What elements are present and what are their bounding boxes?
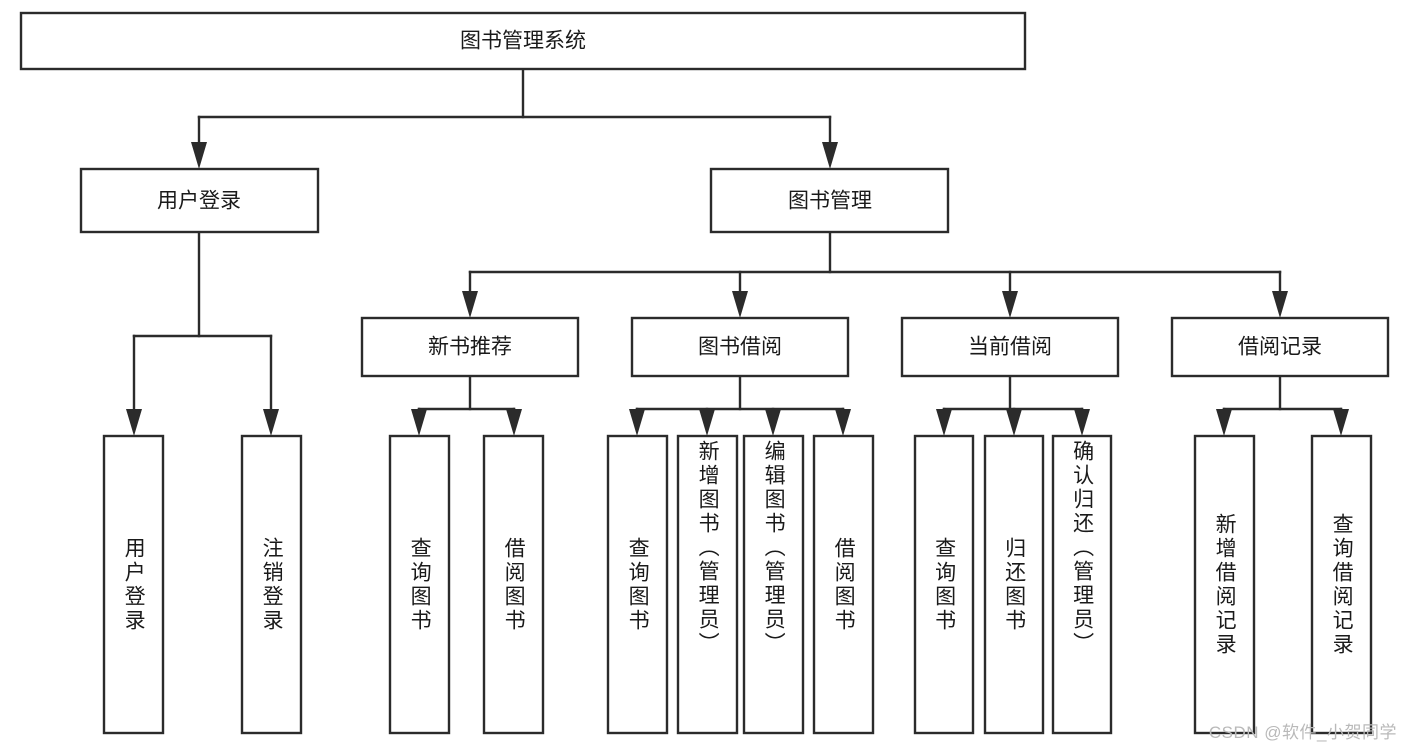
- node-box-new-book-rec[interactable]: [360, 316, 580, 378]
- node-label-root: 图书管理系统: [460, 30, 586, 53]
- node-box-leaf-add-record[interactable]: [1193, 434, 1256, 735]
- arrow-head-leaf-query-record: [1333, 409, 1349, 436]
- arrow-head-leaf-user-login: [126, 409, 142, 436]
- connector-group-user-login: [126, 230, 279, 436]
- arrow-head-leaf-logout: [263, 409, 279, 436]
- arrow-head-book-mgmt: [822, 142, 838, 169]
- connector-group-book-borrow: [629, 374, 851, 436]
- arrow-head-leaf-query-book-1: [411, 409, 427, 436]
- node-current-borrow[interactable]: 当前借阅: [900, 316, 1120, 378]
- watermark-text: CSDN @软件_小贺同学: [1208, 723, 1397, 742]
- node-borrow-record[interactable]: 借阅记录: [1170, 316, 1390, 378]
- node-book-mgmt[interactable]: 图书管理: [709, 167, 950, 234]
- arrow-head-leaf-borrow-book-1: [506, 409, 522, 436]
- node-box-leaf-logout[interactable]: [240, 434, 303, 735]
- node-label-book-borrow: 图书借阅: [698, 336, 782, 359]
- node-box-leaf-query-book-1[interactable]: [388, 434, 451, 735]
- node-box-leaf-edit-book[interactable]: [742, 434, 805, 735]
- node-user-login[interactable]: 用户登录: [79, 167, 320, 234]
- node-box-book-mgmt[interactable]: [709, 167, 950, 234]
- node-book-borrow[interactable]: 图书借阅: [630, 316, 850, 378]
- node-box-leaf-query-book-2[interactable]: [606, 434, 669, 735]
- node-box-leaf-query-book-3[interactable]: [913, 434, 975, 735]
- arrow-head-leaf-borrow-book-2: [835, 409, 851, 436]
- node-box-leaf-return-book[interactable]: [983, 434, 1045, 735]
- node-box-leaf-add-book[interactable]: [676, 434, 739, 735]
- arrow-head-leaf-add-record: [1216, 409, 1232, 436]
- arrow-head-user-login: [191, 142, 207, 169]
- node-box-leaf-query-record[interactable]: [1310, 434, 1373, 735]
- node-label-new-book-rec: 新书推荐: [428, 336, 512, 359]
- node-label-current-borrow: 当前借阅: [968, 336, 1052, 359]
- connector-group-book-mgmt: [462, 230, 1288, 318]
- node-root[interactable]: 图书管理系统: [19, 11, 1027, 71]
- node-box-current-borrow[interactable]: [900, 316, 1120, 378]
- node-box-book-borrow[interactable]: [630, 316, 850, 378]
- connector-group-new-book-rec: [411, 374, 522, 436]
- node-label-borrow-record: 借阅记录: [1238, 336, 1322, 359]
- node-box-root[interactable]: [19, 11, 1027, 71]
- node-box-leaf-confirm-return[interactable]: [1051, 434, 1113, 735]
- node-box-leaf-borrow-book-2[interactable]: [812, 434, 875, 735]
- arrow-head-borrow-record: [1272, 291, 1288, 318]
- arrow-head-leaf-edit-book: [765, 409, 781, 436]
- node-new-book-rec[interactable]: 新书推荐: [360, 316, 580, 378]
- arrow-head-leaf-confirm-return: [1074, 409, 1090, 436]
- arrow-head-book-borrow: [732, 291, 748, 318]
- node-label-user-login: 用户登录: [157, 190, 241, 213]
- arrow-head-leaf-query-book-3: [936, 409, 952, 436]
- node-box-user-login[interactable]: [79, 167, 320, 234]
- arrow-head-new-book-rec: [462, 291, 478, 318]
- connector-group-borrow-record: [1216, 374, 1349, 436]
- arrow-head-leaf-return-book: [1006, 409, 1022, 436]
- node-label-book-mgmt: 图书管理: [788, 190, 872, 213]
- arrow-head-leaf-query-book-2: [629, 409, 645, 436]
- node-box-borrow-record[interactable]: [1170, 316, 1390, 378]
- connector-group-current-borrow: [936, 374, 1090, 436]
- connector-group-root: [191, 67, 838, 169]
- arrow-head-current-borrow: [1002, 291, 1018, 318]
- node-box-leaf-user-login[interactable]: [102, 434, 165, 735]
- node-box-leaf-borrow-book-1[interactable]: [482, 434, 545, 735]
- arrow-head-leaf-add-book: [699, 409, 715, 436]
